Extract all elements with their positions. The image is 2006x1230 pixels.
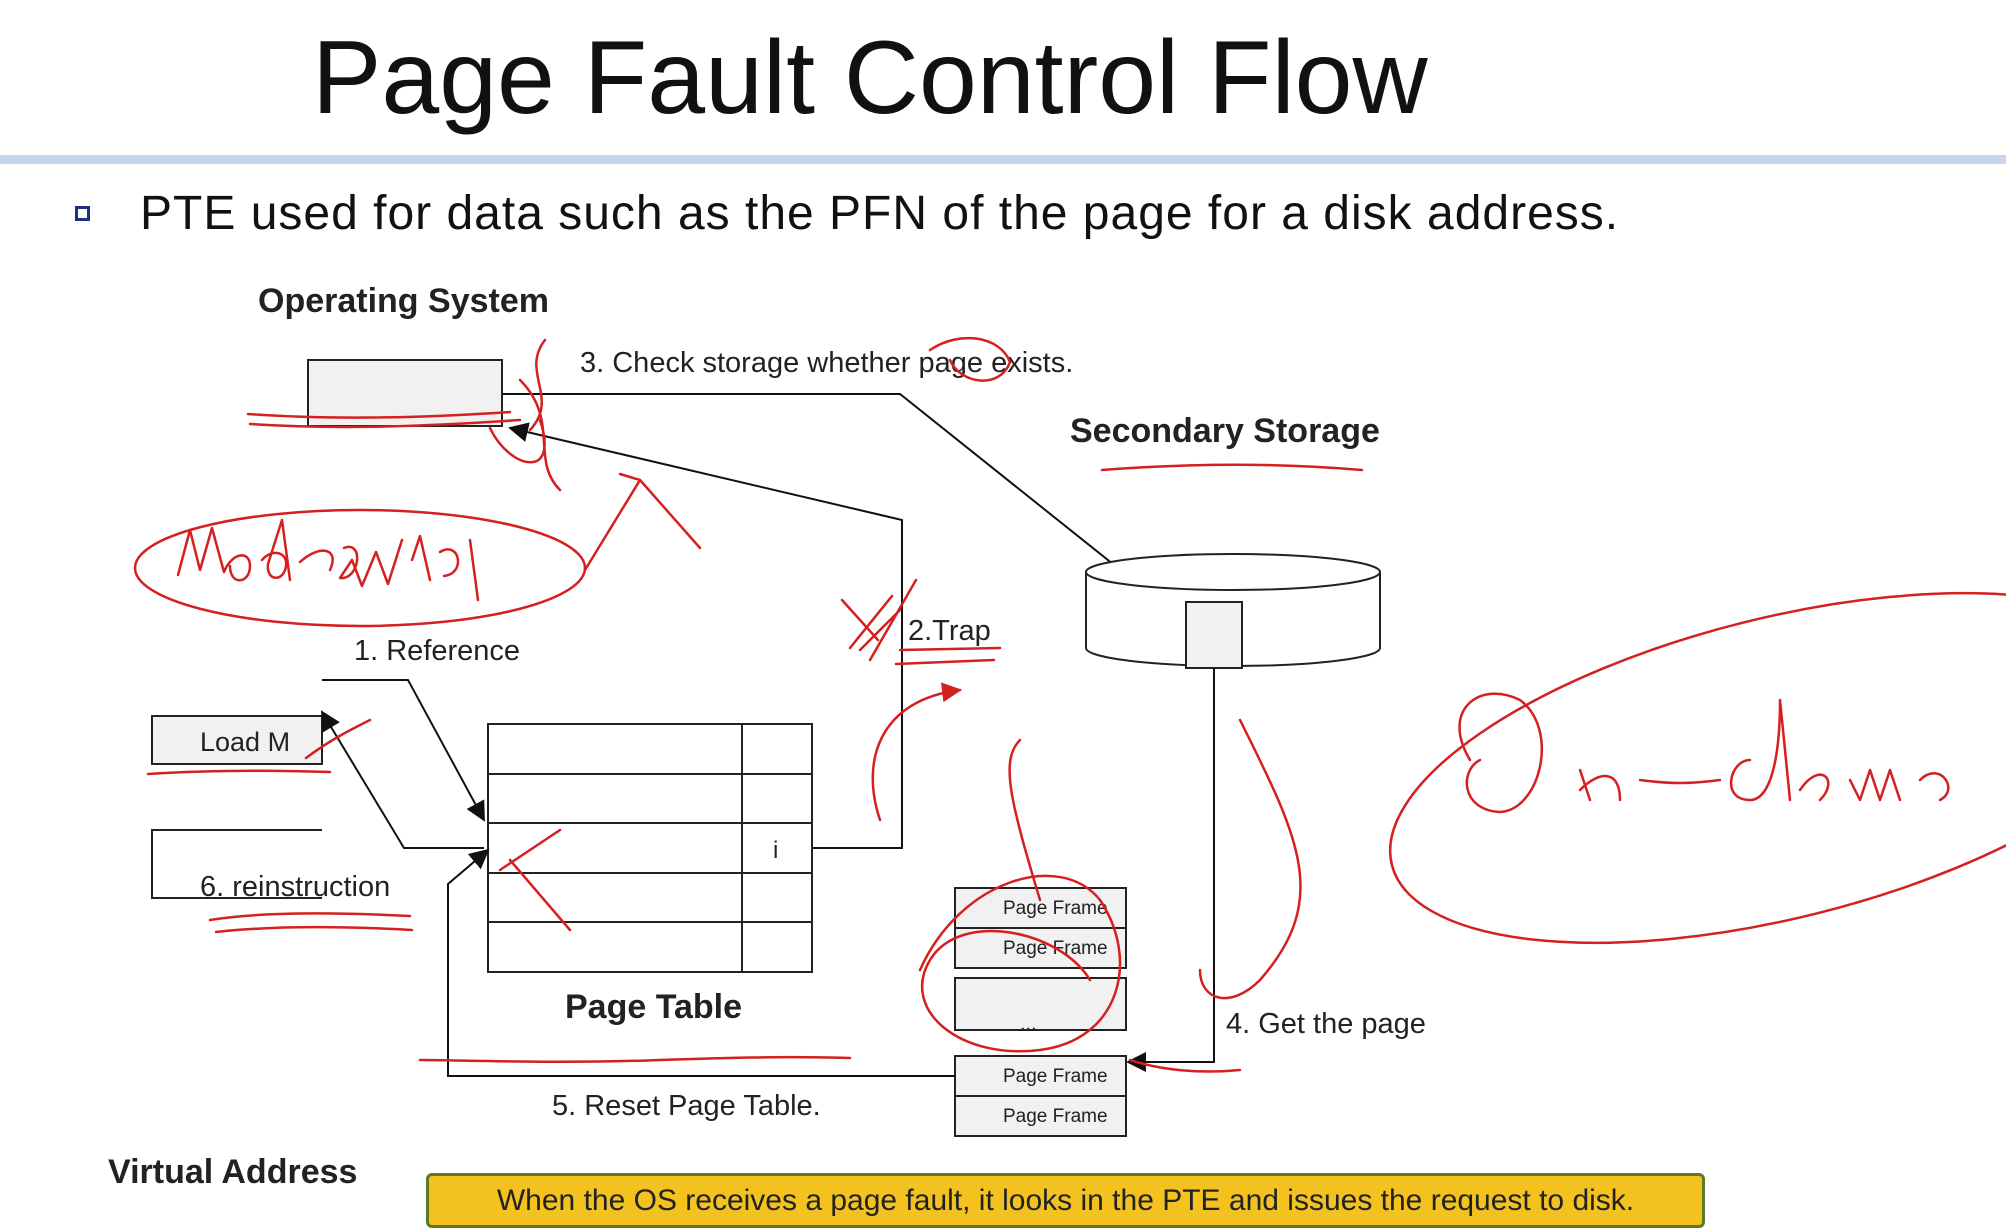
step1-label: 1. Reference: [354, 635, 520, 667]
step6-label: 6. reinstruction: [200, 871, 390, 903]
load-instruction-box: [151, 715, 323, 765]
callout-banner: When the OS receives a page fault, it lo…: [426, 1173, 1705, 1228]
page-frame-4-label: Page Frame: [1003, 1106, 1108, 1127]
step3-label: 3. Check storage whether page exists.: [580, 347, 1073, 379]
title-divider: [0, 155, 2006, 164]
disk-page-block: [1185, 601, 1243, 669]
page-frames: [954, 887, 1127, 1137]
step1-connector: [322, 679, 485, 822]
mode-switch-scribble: [176, 518, 480, 602]
step4-label: 4. Get the page: [1226, 1008, 1426, 1040]
os-label: Operating System: [258, 282, 549, 320]
bullet-text: PTE used for data such as the PFN of the…: [140, 187, 1620, 240]
step2-connector: [508, 422, 903, 849]
invalid-bit-label: i: [773, 837, 778, 864]
slide-title: Page Fault Control Flow: [312, 20, 1428, 136]
page-frame-1-label: Page Frame: [1003, 898, 1108, 919]
page-frame-ellipsis: ...: [1020, 1013, 1037, 1035]
virtual-address-label: Virtual Address: [108, 1153, 357, 1191]
page-table-label: Page Table: [565, 988, 742, 1026]
page-table: [487, 723, 813, 973]
on-demand-ellipse: [1388, 591, 2006, 945]
step5-label: 5. Reset Page Table.: [552, 1090, 821, 1122]
secondary-storage-label: Secondary Storage: [1070, 412, 1380, 450]
bullet-square-icon: [75, 206, 90, 221]
step2-label: 2.Trap: [908, 615, 991, 647]
page-frame-3-label: Page Frame: [1003, 1066, 1108, 1087]
reinstruction-bracket: [151, 829, 322, 899]
step5-connector: [447, 848, 955, 1077]
on-demand-scribble: [1458, 692, 1950, 814]
load-instruction-label: Load M: [200, 727, 290, 757]
handwritten-annotations: [133, 336, 2006, 1073]
load-to-table-connector: [320, 710, 484, 849]
mode-switch-ellipse: [133, 508, 587, 628]
step3-connector: [502, 393, 1170, 610]
step4-connector: [1126, 668, 1215, 1072]
